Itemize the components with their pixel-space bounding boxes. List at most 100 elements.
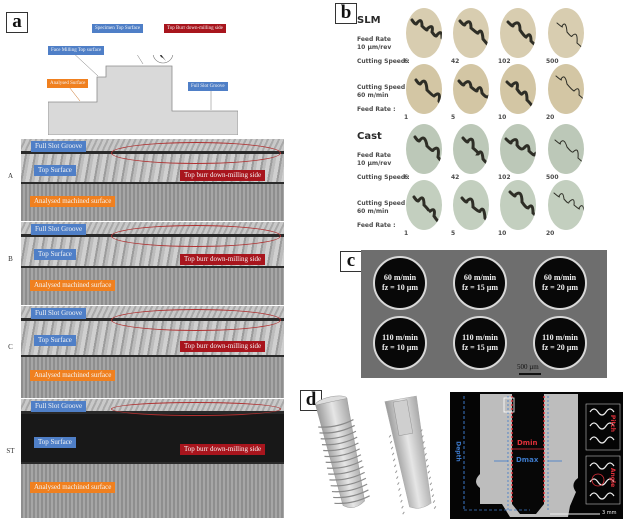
chip-image — [500, 8, 536, 58]
thread-ridge — [391, 446, 426, 456]
chip-image — [406, 8, 442, 58]
top-burr-tag: Top burr down-milling side — [180, 254, 266, 265]
chip-shape — [414, 78, 442, 107]
thread-ridge — [396, 470, 430, 480]
top-burr-tag: Top burr down-milling side — [180, 170, 266, 181]
feed-per-tooth: fz = 20 µm — [541, 283, 579, 292]
top-surface-tag: Top Surface — [34, 165, 76, 176]
analysed-surface-tag: Analysed machined surface — [30, 482, 116, 493]
pitch-label: Pitch — [609, 414, 617, 433]
panel-a-schematic — [48, 55, 238, 135]
feed-per-tooth: fz = 15 µm — [461, 343, 499, 352]
thread-ridge — [400, 494, 435, 503]
axis-label: Feed Rate : — [357, 106, 396, 113]
thread-ridge — [333, 489, 369, 499]
parameter-value: 500 — [546, 174, 559, 181]
condition-line: Feed Rate — [357, 36, 391, 43]
chip-shape — [504, 137, 536, 157]
analysed-surface-tag: Analysed machined surface — [30, 370, 116, 381]
chip-image — [453, 180, 489, 230]
thread-ridge — [324, 448, 360, 458]
implant-section — [384, 395, 437, 515]
feed-per-tooth: fz = 20 µm — [541, 343, 579, 352]
chip-shape — [556, 22, 584, 49]
chip-shape — [458, 19, 489, 49]
implant-ct-section: Depth Dmin Dmax Pitch Angle 3 mm — [450, 392, 623, 519]
chip-shape — [506, 20, 536, 48]
parameter-value: 102 — [498, 58, 511, 65]
micrograph-row-st — [21, 399, 284, 518]
cutting-speed: 110 m/min — [542, 333, 578, 342]
chip-shape — [460, 196, 489, 225]
dmin-label: Dmin — [517, 439, 538, 447]
callout-full-slot-groove: Full Slot Groove — [188, 82, 228, 91]
chip-shape — [554, 139, 584, 165]
specimen-profile — [48, 65, 238, 135]
micrograph-row-c — [21, 306, 284, 398]
parameter-value: 42 — [451, 174, 460, 181]
chip-shape — [461, 136, 489, 165]
feed-per-tooth: fz = 10 µm — [381, 343, 419, 352]
cutting-speed: 60 m/min — [463, 273, 497, 282]
chip-image — [406, 180, 442, 230]
pitch-inset — [585, 403, 621, 451]
scale-bar-label: 500 µm — [517, 363, 539, 371]
thread-ridge — [318, 419, 354, 428]
chip-image — [406, 64, 442, 114]
thread-ridge — [330, 477, 367, 487]
top-surface-tag: Top Surface — [34, 437, 76, 448]
cutting-speed: 110 m/min — [382, 333, 418, 342]
top-surface-tag: Top Surface — [34, 335, 76, 346]
chip-shape — [413, 135, 442, 164]
parameter-value: 1 — [404, 230, 409, 237]
thread-ridge — [399, 488, 434, 497]
feed-per-tooth: fz = 10 µm — [381, 283, 419, 292]
thread-ridge — [321, 436, 358, 446]
axis-label: Cutting Speed : — [357, 174, 410, 181]
angle-inset — [585, 455, 621, 505]
group-title-slm: SLM — [357, 15, 381, 26]
chip-image — [548, 180, 584, 230]
callout-specimen-top-surface: Specimen Top Surface — [92, 24, 144, 33]
thread-ridge — [334, 495, 370, 505]
thread-ridge — [319, 424, 355, 434]
thread-ridge — [393, 458, 428, 468]
parameter-value: 5 — [451, 114, 456, 121]
row-label-c: C — [8, 343, 13, 351]
condition-line: 10 µm/rev — [357, 43, 392, 51]
burr-ellipse — [111, 309, 281, 331]
chip-shape — [457, 79, 489, 99]
burr-shape — [159, 55, 166, 61]
chip-shape — [555, 75, 584, 101]
parameter-value: 10 — [498, 230, 507, 237]
parameter-value: 5 — [451, 230, 456, 237]
top-burr-tag: Top burr down-milling side — [180, 341, 266, 352]
top-surface-tag: Top Surface — [34, 249, 76, 260]
callout-top-burr: Top Burr down-milling side — [164, 24, 226, 33]
callout-line-face — [75, 55, 99, 77]
callout-face-milling: Face Milling Top surface — [48, 46, 105, 55]
callout-analysed-surface: Analysed Surface — [47, 79, 89, 88]
thread-detail-box — [503, 397, 515, 413]
condition-line: Cutting Speed — [357, 200, 406, 207]
depth-label: Depth — [454, 441, 462, 462]
full-slot-groove-tag: Full Slot Groove — [31, 141, 87, 152]
burr-ellipse — [111, 402, 281, 416]
thread-ridge — [389, 435, 424, 444]
thread-ridge — [331, 483, 368, 493]
thread-ridge — [401, 500, 436, 509]
implant-3d-models — [315, 395, 437, 515]
chip-image — [500, 180, 536, 230]
parameter-value: 20 — [546, 114, 555, 121]
thread-ridge — [329, 471, 365, 481]
parameter-value: 102 — [498, 174, 511, 181]
